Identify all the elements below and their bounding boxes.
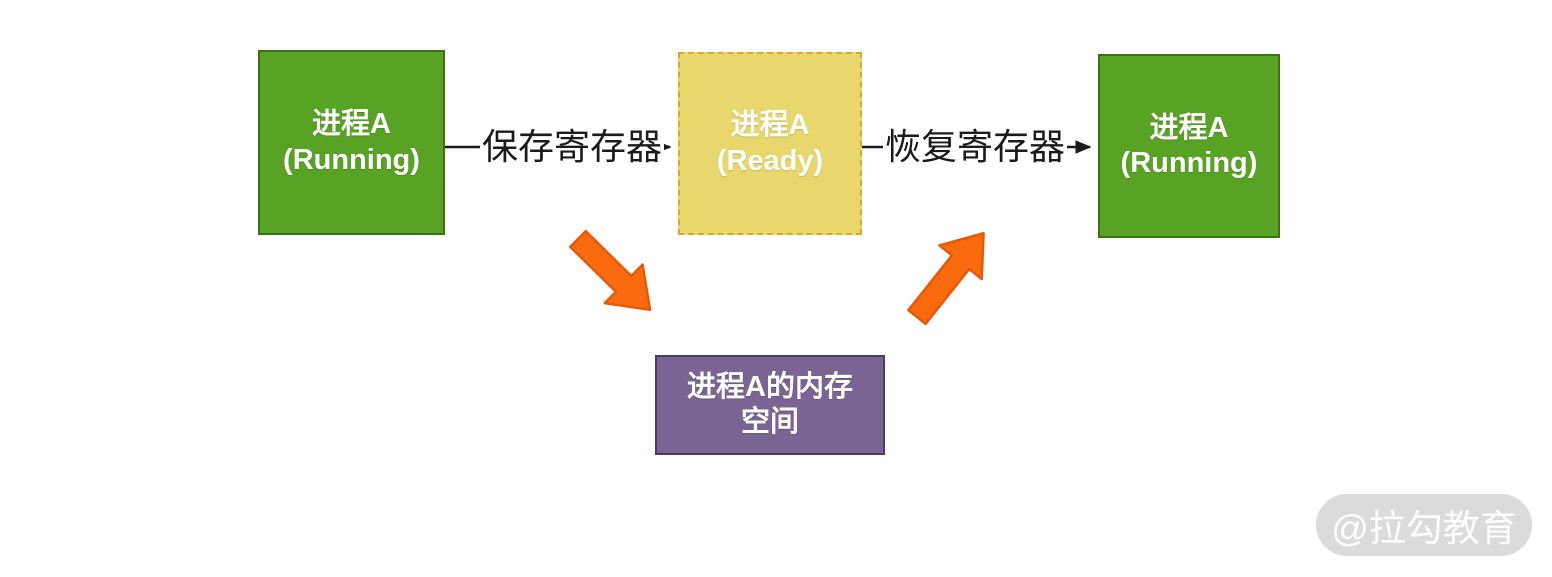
node-label-line1: 进程A的内存	[687, 370, 853, 403]
node-label-line1: 进程A	[312, 108, 391, 141]
node-process-a-running-left: 进程A (Running)	[258, 50, 445, 235]
node-label-line1: 进程A	[730, 109, 810, 142]
node-label-line1: 进程A	[1149, 111, 1229, 144]
node-process-a-running-right: 进程A (Running)	[1098, 54, 1280, 238]
save-to-memory-block-arrow-icon	[569, 229, 652, 312]
watermark-badge: @拉勾教育	[1316, 494, 1532, 556]
node-label-line2: (Running)	[1120, 147, 1258, 179]
node-label-line2: (Ready)	[716, 144, 824, 177]
watermark-text: @拉勾教育	[1331, 508, 1517, 549]
node-label-line2: 空间	[740, 406, 799, 438]
node-label-line2: (Running)	[283, 143, 420, 176]
edge-label-restore-registers: 恢复寄存器	[882, 126, 1068, 167]
edge-label-save-registers: 保存寄存器	[479, 126, 665, 167]
restore-from-memory-block-arrow-icon	[907, 232, 985, 326]
node-process-a-memory-space: 进程A的内存 空间	[655, 355, 885, 455]
node-process-a-ready: 进程A (Ready)	[678, 52, 862, 235]
